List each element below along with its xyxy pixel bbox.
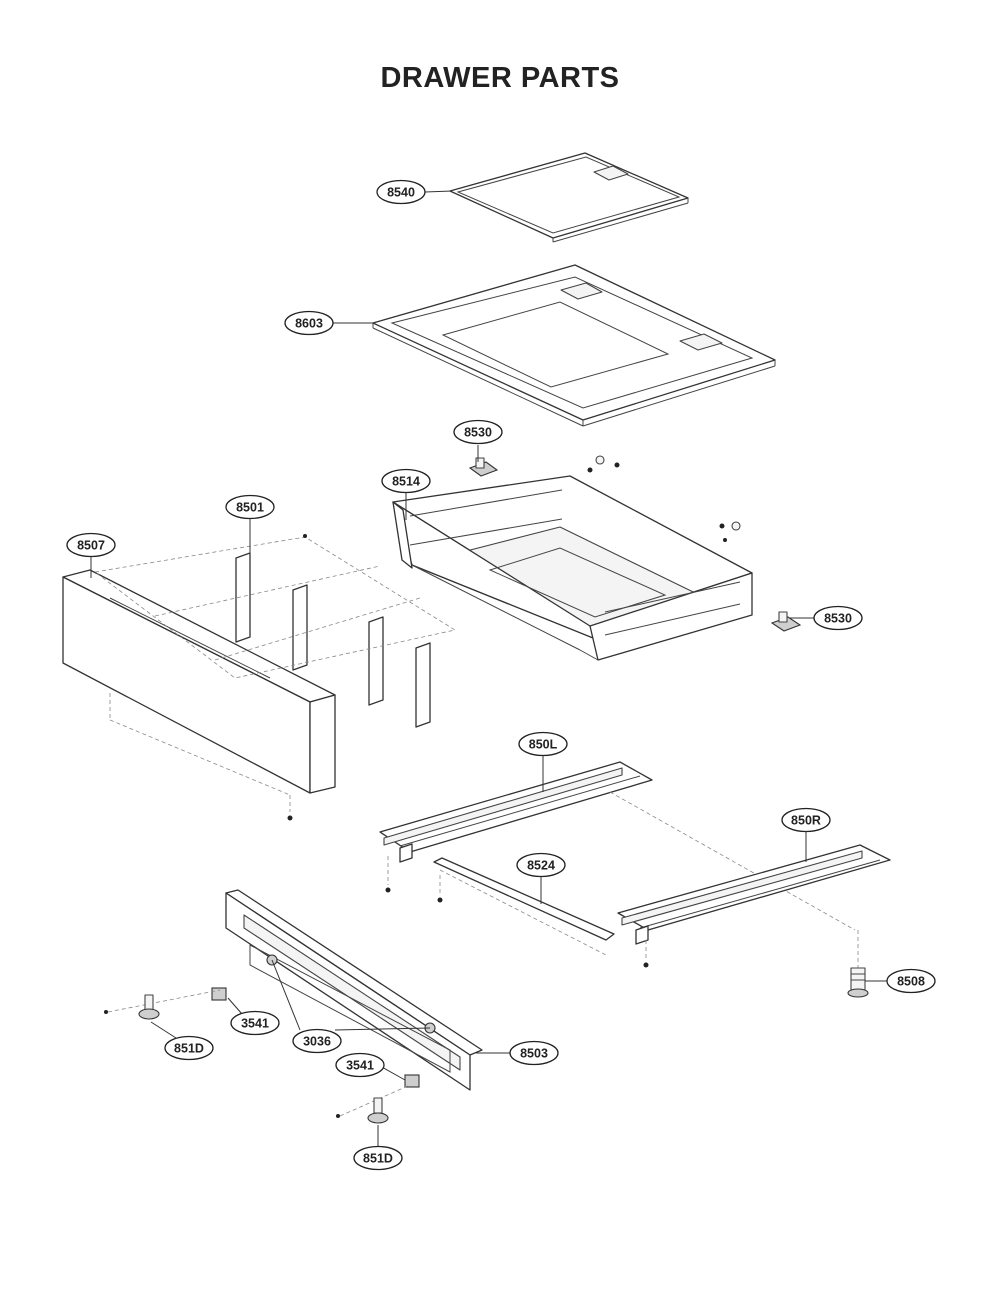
callout-part-number: 3036 — [303, 1035, 331, 1049]
callout-oval — [230, 1010, 280, 1036]
part-8540-cover-plate — [449, 152, 689, 243]
callout-3541: 3541 — [230, 1010, 280, 1036]
part-3541-851D-hardware-left — [104, 987, 227, 1020]
callout-part-number: 3541 — [346, 1059, 374, 1073]
callout-8530: 8530 — [813, 605, 863, 631]
callout-oval — [509, 1040, 559, 1066]
callout-oval — [516, 852, 566, 878]
callout-3541: 3541 — [335, 1052, 385, 1078]
callout-8514: 8514 — [381, 468, 431, 494]
callout-850R: 850R — [781, 807, 831, 833]
callout-part-number: 850L — [529, 738, 558, 752]
callout-8503: 8503 — [509, 1040, 559, 1066]
callout-oval — [886, 968, 936, 994]
callout-oval — [66, 532, 116, 558]
callout-8507: 8507 — [66, 532, 116, 558]
callout-8524: 8524 — [516, 852, 566, 878]
part-8530-glide-top — [468, 455, 620, 477]
callout-oval — [376, 179, 426, 205]
callout-part-number: 3541 — [241, 1017, 269, 1031]
part-8524-rail — [433, 857, 615, 956]
callout-part-number: 8530 — [464, 426, 492, 440]
callout-oval — [353, 1145, 403, 1171]
part-8603-frame — [372, 264, 776, 427]
callout-oval — [292, 1028, 342, 1054]
callout-oval — [781, 807, 831, 833]
callout-part-number: 8603 — [295, 317, 323, 331]
callout-part-number: 8540 — [387, 186, 415, 200]
callout-8501: 8501 — [225, 494, 275, 520]
callout-part-number: 8524 — [527, 859, 555, 873]
callout-part-number: 8508 — [897, 975, 925, 989]
callout-851D: 851D — [164, 1035, 214, 1061]
callout-8508: 8508 — [886, 968, 936, 994]
callout-oval — [225, 494, 275, 520]
callout-labels: 8540 8603 8530 8514 8501 8507 8530 850L 850R 8524… — [66, 179, 936, 1171]
part-8530-glide-right — [719, 521, 802, 632]
callout-part-number: 8501 — [236, 501, 264, 515]
callout-oval — [335, 1052, 385, 1078]
callout-part-number: 851D — [174, 1042, 204, 1056]
callout-8530: 8530 — [453, 419, 503, 445]
callout-3036: 3036 — [292, 1028, 342, 1054]
callout-part-number: 8514 — [392, 475, 420, 489]
callout-part-number: 8530 — [824, 612, 852, 626]
callout-oval — [453, 419, 503, 445]
part-8514-drawer-tub — [392, 475, 753, 661]
callout-oval — [381, 468, 431, 494]
callout-8603: 8603 — [284, 310, 334, 336]
callout-oval — [284, 310, 334, 336]
callout-part-number: 8507 — [77, 539, 105, 553]
callout-oval — [518, 731, 568, 757]
callout-8540: 8540 — [376, 179, 426, 205]
callout-850L: 850L — [518, 731, 568, 757]
page-title: DRAWER PARTS — [380, 62, 620, 94]
part-8501-brackets — [94, 534, 457, 728]
callout-oval — [164, 1035, 214, 1061]
leader-lines — [90, 190, 888, 1147]
part-8508-leveling-leg — [847, 930, 869, 998]
callout-851D: 851D — [353, 1145, 403, 1171]
callout-oval — [813, 605, 863, 631]
part-8507-drawer-front — [62, 569, 336, 821]
part-850R-right-slide — [617, 844, 891, 968]
callout-part-number: 850R — [791, 814, 821, 828]
part-850L-left-slide — [379, 761, 856, 931]
part-3541-851D-hardware-right — [336, 1074, 420, 1124]
callout-part-number: 8503 — [520, 1047, 548, 1061]
callout-part-number: 851D — [363, 1152, 393, 1166]
part-8503-rear-panel — [225, 889, 483, 1091]
